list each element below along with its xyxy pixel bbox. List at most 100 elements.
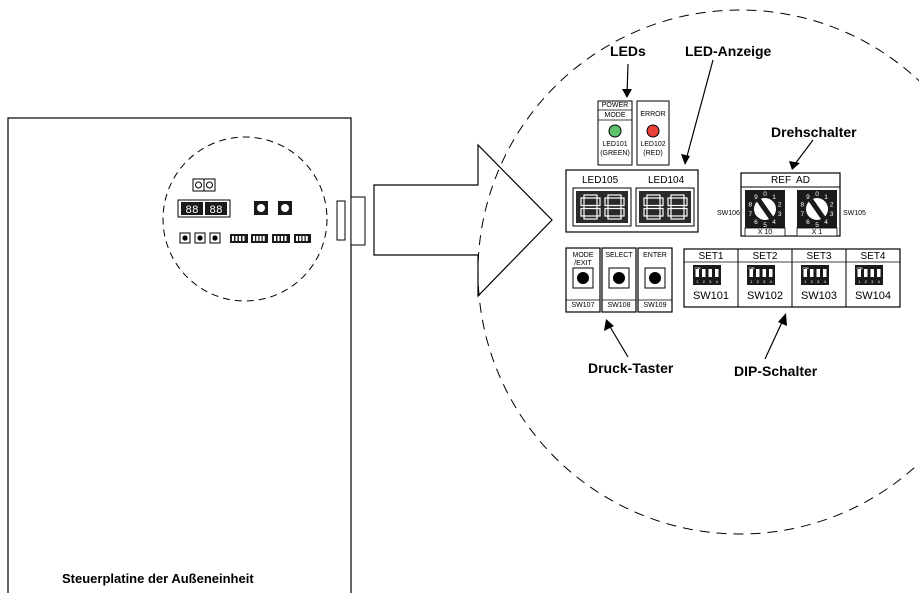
dial-digit: 6 [806, 219, 810, 226]
dip-switch-number: 1 [750, 279, 753, 284]
dip-switch-1-lever-1[interactable] [695, 269, 700, 277]
zoom-detail-circle [477, 9, 919, 535]
push-button-1-label-line2: /EXIT [574, 260, 592, 267]
dip-switch-3-lever-4[interactable] [823, 269, 827, 277]
arrowhead-rotary [789, 161, 800, 170]
dip-switch-number: 3 [709, 279, 712, 284]
callout-leds-label: LEDs [610, 43, 646, 59]
segment [643, 197, 648, 207]
dip-switch-1-lever-2[interactable] [702, 269, 706, 277]
mini-dip-lever [235, 236, 238, 241]
segment [643, 207, 648, 217]
dial-digit: 9 [806, 194, 810, 201]
arrow-push [608, 324, 629, 358]
dip-switch-3-lever-2[interactable] [810, 269, 814, 277]
mini-button-2-dot [197, 235, 203, 241]
mini-display-left [181, 202, 203, 215]
mini-dip-lever [253, 236, 255, 241]
segment [646, 194, 661, 199]
dip-switch-2-body [747, 265, 775, 285]
segment [659, 197, 664, 207]
dip-switch-4-lever-3[interactable] [870, 269, 875, 277]
dip-switch-4-set-label: SET4 [860, 251, 886, 262]
push-button-3-cap [649, 272, 661, 284]
arrowhead-led-display [681, 154, 690, 165]
mini-dip-lever [262, 236, 265, 241]
push-button-2-label-line1: SELECT [605, 252, 633, 259]
dip-switch-1-lever-3[interactable] [708, 269, 713, 277]
dial-digit: 7 [748, 211, 752, 218]
dial-digit: 1 [824, 194, 828, 201]
dip-switch-1-lever-4[interactable] [715, 269, 719, 277]
dip-switch-4-id: SW104 [854, 290, 892, 302]
segment [683, 207, 688, 217]
dip-switch-number: 3 [817, 279, 820, 284]
dial-digit: 9 [754, 194, 758, 201]
led101-name-label: LED101 [602, 141, 628, 148]
dip-switch-4-lever-2[interactable] [864, 269, 868, 277]
dip-switch-3-lever-1[interactable] [803, 269, 808, 277]
segment [646, 215, 661, 220]
arrowhead-leds [622, 89, 632, 98]
segment [667, 197, 672, 207]
dip-switch-number: 4 [770, 279, 773, 284]
dip-switch-number: 1 [858, 279, 861, 284]
dip-switch-on-label: ON [749, 266, 755, 271]
push-button-1-label-line1: MODE [572, 252, 594, 259]
dip-switch-3-set-label: SET3 [806, 251, 832, 262]
rotary-right-mult-label: X 1 [811, 229, 823, 236]
dip-switch-4-lever-1[interactable] [857, 269, 862, 277]
arrowhead-push [604, 319, 614, 331]
mini-dip-lever [239, 236, 241, 241]
mini-display-right [205, 202, 227, 215]
dial-pointer [808, 198, 826, 220]
dip-switch-number: 4 [716, 279, 719, 284]
mini-dip-lever [242, 236, 245, 241]
dip-switch-2-lever-2[interactable] [756, 269, 760, 277]
dip-switch-3-id: SW103 [800, 290, 838, 302]
segment [607, 215, 622, 220]
dip-switch-2-lever-3[interactable] [762, 269, 767, 277]
callout-led-display-label: LED-Anzeige [685, 43, 772, 59]
push-button-1-id: SW107 [571, 302, 595, 309]
mini-dip-lever [281, 236, 283, 241]
dip-switch-1-body [693, 265, 721, 285]
dial-digit: 2 [778, 202, 782, 209]
mini-led-right [206, 181, 213, 189]
led101-color-label: (GREEN) [600, 150, 630, 157]
dip-switch-2-lever-4[interactable] [769, 269, 773, 277]
dip-switch-number: 3 [763, 279, 766, 284]
mini-rotary-left-knob [257, 204, 265, 212]
dial-digit: 5 [763, 222, 767, 229]
dip-switch-2-lever-1[interactable] [749, 269, 754, 277]
led102-error-label: ERROR [640, 111, 666, 118]
mini-dip-lever [256, 236, 259, 241]
dip-switch-number: 3 [871, 279, 874, 284]
zoom-arrow [373, 143, 553, 298]
arrow-dip [764, 319, 784, 360]
dip-switch-4-lever-4[interactable] [877, 269, 881, 277]
rotary-left-mult-box [744, 227, 786, 237]
led102-color-label: (RED) [643, 150, 663, 157]
mini-dip-lever [284, 236, 287, 241]
dip-switch-number: 1 [696, 279, 699, 284]
dip-switch-on-label: ON [857, 266, 863, 271]
dip-switch-4-body [855, 265, 883, 285]
push-button-2-id: SW108 [607, 302, 631, 309]
rotary-left-id-label: SW106 [717, 210, 740, 217]
dip-switch-number: 1 [804, 279, 807, 284]
board-caption: Steuerplatine der Außeneinheit [62, 571, 254, 586]
push-button-3-id: SW109 [643, 302, 667, 309]
segment [580, 207, 585, 217]
display-right-segments [643, 194, 688, 220]
segment [604, 207, 609, 217]
segment [607, 194, 622, 199]
dial-pointer [756, 198, 774, 220]
board-outline [7, 117, 352, 595]
dip-switch-number: 2 [703, 279, 706, 284]
arrow-led-display [685, 59, 714, 161]
mini-dip-lever [259, 236, 262, 241]
dip-switch-3-lever-3[interactable] [816, 269, 821, 277]
